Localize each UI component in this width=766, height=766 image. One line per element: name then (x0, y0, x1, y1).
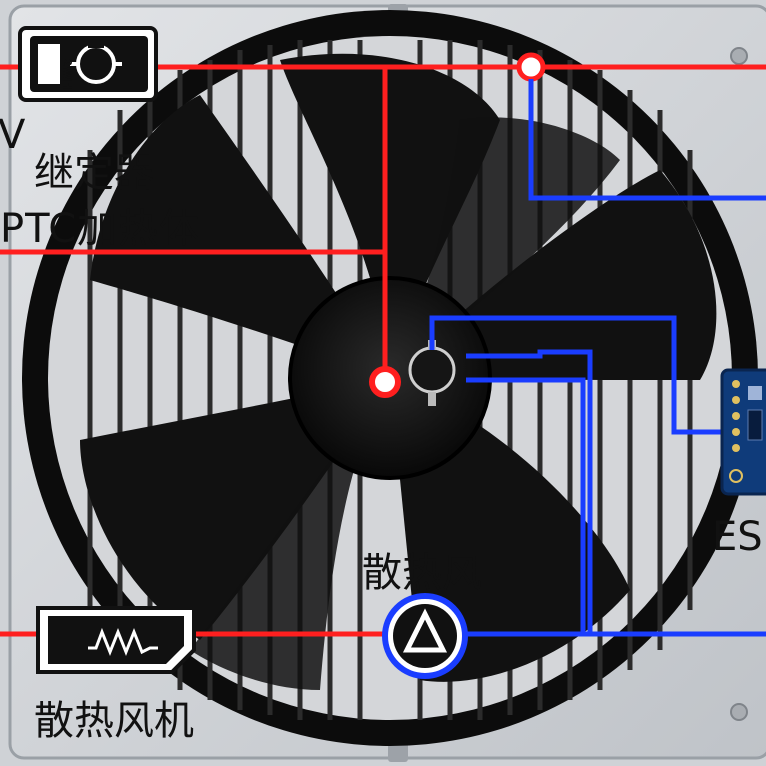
ptc-heater-label: PTC加热体 (0, 206, 201, 252)
signal-wires (429, 79, 766, 637)
fan-symbol (382, 593, 468, 679)
voltage-label: V (0, 112, 26, 158)
sensor-box (18, 26, 158, 102)
power-junction (516, 52, 546, 82)
esp-label: ESI (712, 514, 766, 560)
sensor-box-label: 2WH (60, 58, 74, 90)
motor-box (36, 606, 196, 674)
housing-screw (730, 47, 748, 65)
motor-symbol (408, 346, 456, 394)
stator-label: 继定器 (34, 150, 154, 196)
power-junction (369, 366, 401, 398)
resistor-waveform-icon (88, 627, 158, 657)
pcb-module-icon (720, 368, 766, 496)
heat-fan-label: 散热风 (362, 550, 482, 596)
housing-screw (730, 703, 748, 721)
motor-pin (428, 392, 436, 406)
triangle-in-circle-icon (402, 608, 448, 653)
heat-fan-motor-label: 散热风机 (34, 698, 194, 744)
